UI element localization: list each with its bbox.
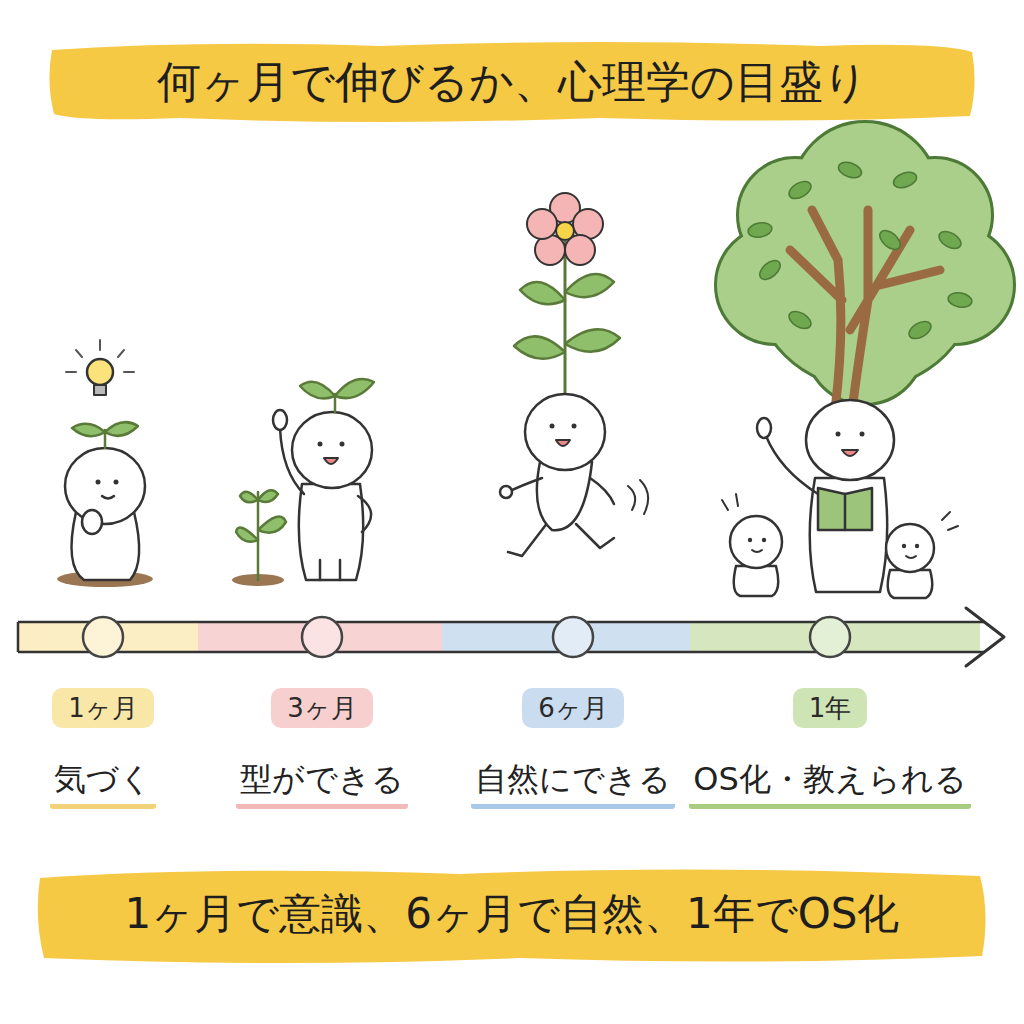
- timeline-stage: 3ヶ月型ができる: [236, 688, 408, 809]
- stage-description: 気づく: [50, 758, 156, 809]
- title: 何ヶ月で伸びるか、心理学の目盛り: [0, 52, 1024, 112]
- period-label: 1ヶ月: [52, 688, 154, 728]
- timeline-stage: 1ヶ月気づく: [50, 688, 156, 809]
- sprout-figure: [232, 379, 374, 586]
- timeline-stage: 1年 OS化・教えられる: [689, 688, 971, 809]
- stage-description: 型ができる: [236, 758, 408, 809]
- timeline-arrowhead: [966, 608, 1004, 666]
- caption: 1ヶ月で意識、6ヶ月で自然、1年でOS化: [0, 884, 1024, 944]
- period-label: 1年: [793, 688, 868, 728]
- timeline-dots: [83, 617, 850, 657]
- timeline-stage: 6ヶ月自然にできる: [471, 688, 675, 809]
- flower-figure: [500, 193, 648, 556]
- period-label: 6ヶ月: [522, 688, 624, 728]
- stage-description: OS化・教えられる: [689, 758, 971, 809]
- tree-figure: [717, 123, 1013, 598]
- sprout-figure: [57, 340, 153, 587]
- period-label: 3ヶ月: [271, 688, 373, 728]
- stage-description: 自然にできる: [471, 758, 675, 809]
